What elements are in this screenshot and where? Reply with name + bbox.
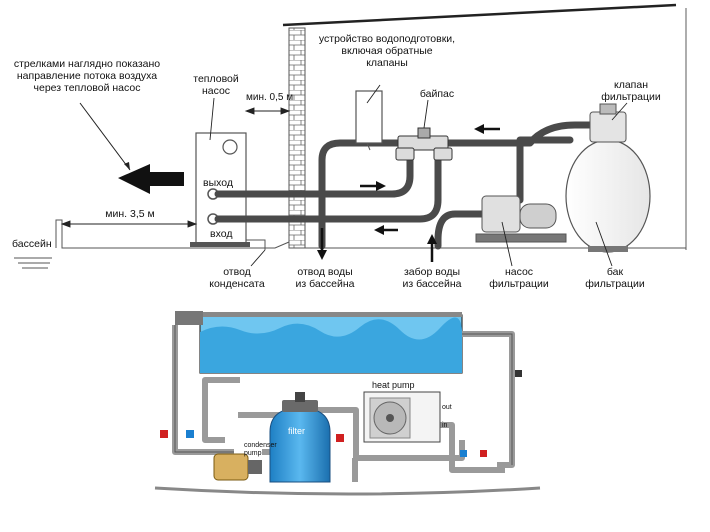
lower-out-label: out bbox=[442, 404, 452, 411]
air-flow-note: стрелками наглядно показано направление … bbox=[12, 58, 162, 94]
lower-filter bbox=[269, 392, 331, 483]
ground-shadow bbox=[154, 486, 541, 496]
lower-condenser-label: condenser bbox=[244, 442, 277, 449]
pool-label: бассейн bbox=[12, 238, 52, 250]
heat-pump-gauge bbox=[222, 139, 238, 155]
water-treatment-line-3: клапаны bbox=[366, 57, 408, 69]
valve-markers bbox=[160, 370, 522, 457]
filter-valve-label: клапан фильтрации bbox=[596, 79, 666, 103]
dim-3-5m bbox=[60, 220, 198, 228]
heat-pump-label-line-2: насос bbox=[201, 85, 231, 97]
lower-pump-label: pump bbox=[244, 450, 262, 457]
lower-pump bbox=[213, 453, 262, 481]
condensate-line-1: отвод bbox=[223, 266, 251, 278]
air-flow-note-line-1: стрелками наглядно показано bbox=[13, 58, 161, 70]
water-in-line-2: из бассейна bbox=[402, 278, 462, 290]
outlet-label: выход bbox=[203, 177, 233, 189]
inlet-label: вход bbox=[210, 228, 233, 240]
filter-pump-line-1: насос bbox=[504, 266, 534, 278]
filter-valve-line-2: фильтрации bbox=[601, 91, 661, 103]
min-pool-label: мин. 3,5 м bbox=[105, 208, 155, 220]
condensate-line-2: конденсата bbox=[209, 278, 265, 290]
lower-filter-label: filter bbox=[288, 426, 306, 436]
bypass-label: байпас bbox=[419, 88, 455, 100]
water-out-label: отвод воды из бассейна bbox=[290, 266, 360, 290]
filter-tank-line-2: фильтрации bbox=[585, 278, 645, 290]
water-treatment-device bbox=[355, 90, 383, 144]
condensate-drain bbox=[246, 239, 266, 250]
lower-in-label: in bbox=[442, 422, 448, 429]
filter-pump bbox=[475, 195, 567, 243]
pool-3d bbox=[175, 311, 463, 374]
heat-pump-label: тепловой насос bbox=[186, 73, 246, 97]
condensate-label: отвод конденсата bbox=[204, 266, 270, 290]
water-out-line-2: из бассейна bbox=[295, 278, 355, 290]
air-flow-note-line-3: через тепловой насос bbox=[33, 82, 141, 94]
water-out-line-1: отвод воды bbox=[297, 266, 353, 278]
filter-pump-line-2: фильтрации bbox=[489, 278, 549, 290]
air-flow-note-line-2: направление потока воздуха bbox=[16, 70, 158, 82]
filter-valve-line-1: клапан bbox=[613, 79, 648, 91]
lower-heat-pump-label: heat pump bbox=[372, 380, 415, 390]
bypass-valves bbox=[395, 127, 453, 161]
dim-0-5m bbox=[244, 107, 291, 115]
water-treatment-label: устройство водоподготовки, включая обрат… bbox=[316, 33, 458, 69]
water-in-label: забор воды из бассейна bbox=[396, 266, 468, 290]
flow-arrows bbox=[317, 124, 500, 262]
air-flow-arrow bbox=[118, 164, 184, 194]
water-in-line-1: забор воды bbox=[403, 266, 460, 278]
water-treatment-line-1: устройство водоподготовки, bbox=[318, 33, 456, 45]
filter-tank-line-1: бак bbox=[606, 266, 624, 278]
roof-line bbox=[282, 3, 677, 27]
pool-water-hatch bbox=[14, 257, 52, 269]
ground-line-left bbox=[55, 219, 290, 249]
min-wall-label: мин. 0,5 м bbox=[246, 92, 294, 103]
heat-pump-label-line-1: тепловой bbox=[193, 73, 239, 85]
filter-pump-label: насос фильтрации bbox=[484, 266, 554, 290]
water-treatment-line-2: включая обратные bbox=[341, 45, 433, 57]
filter-tank bbox=[565, 103, 651, 253]
upper-pipes bbox=[214, 121, 604, 250]
brick-wall bbox=[288, 27, 306, 249]
lower-heat-pump bbox=[363, 391, 441, 443]
filter-tank-label: бак фильтрации bbox=[580, 266, 650, 290]
heat-pump-unit bbox=[195, 132, 247, 244]
